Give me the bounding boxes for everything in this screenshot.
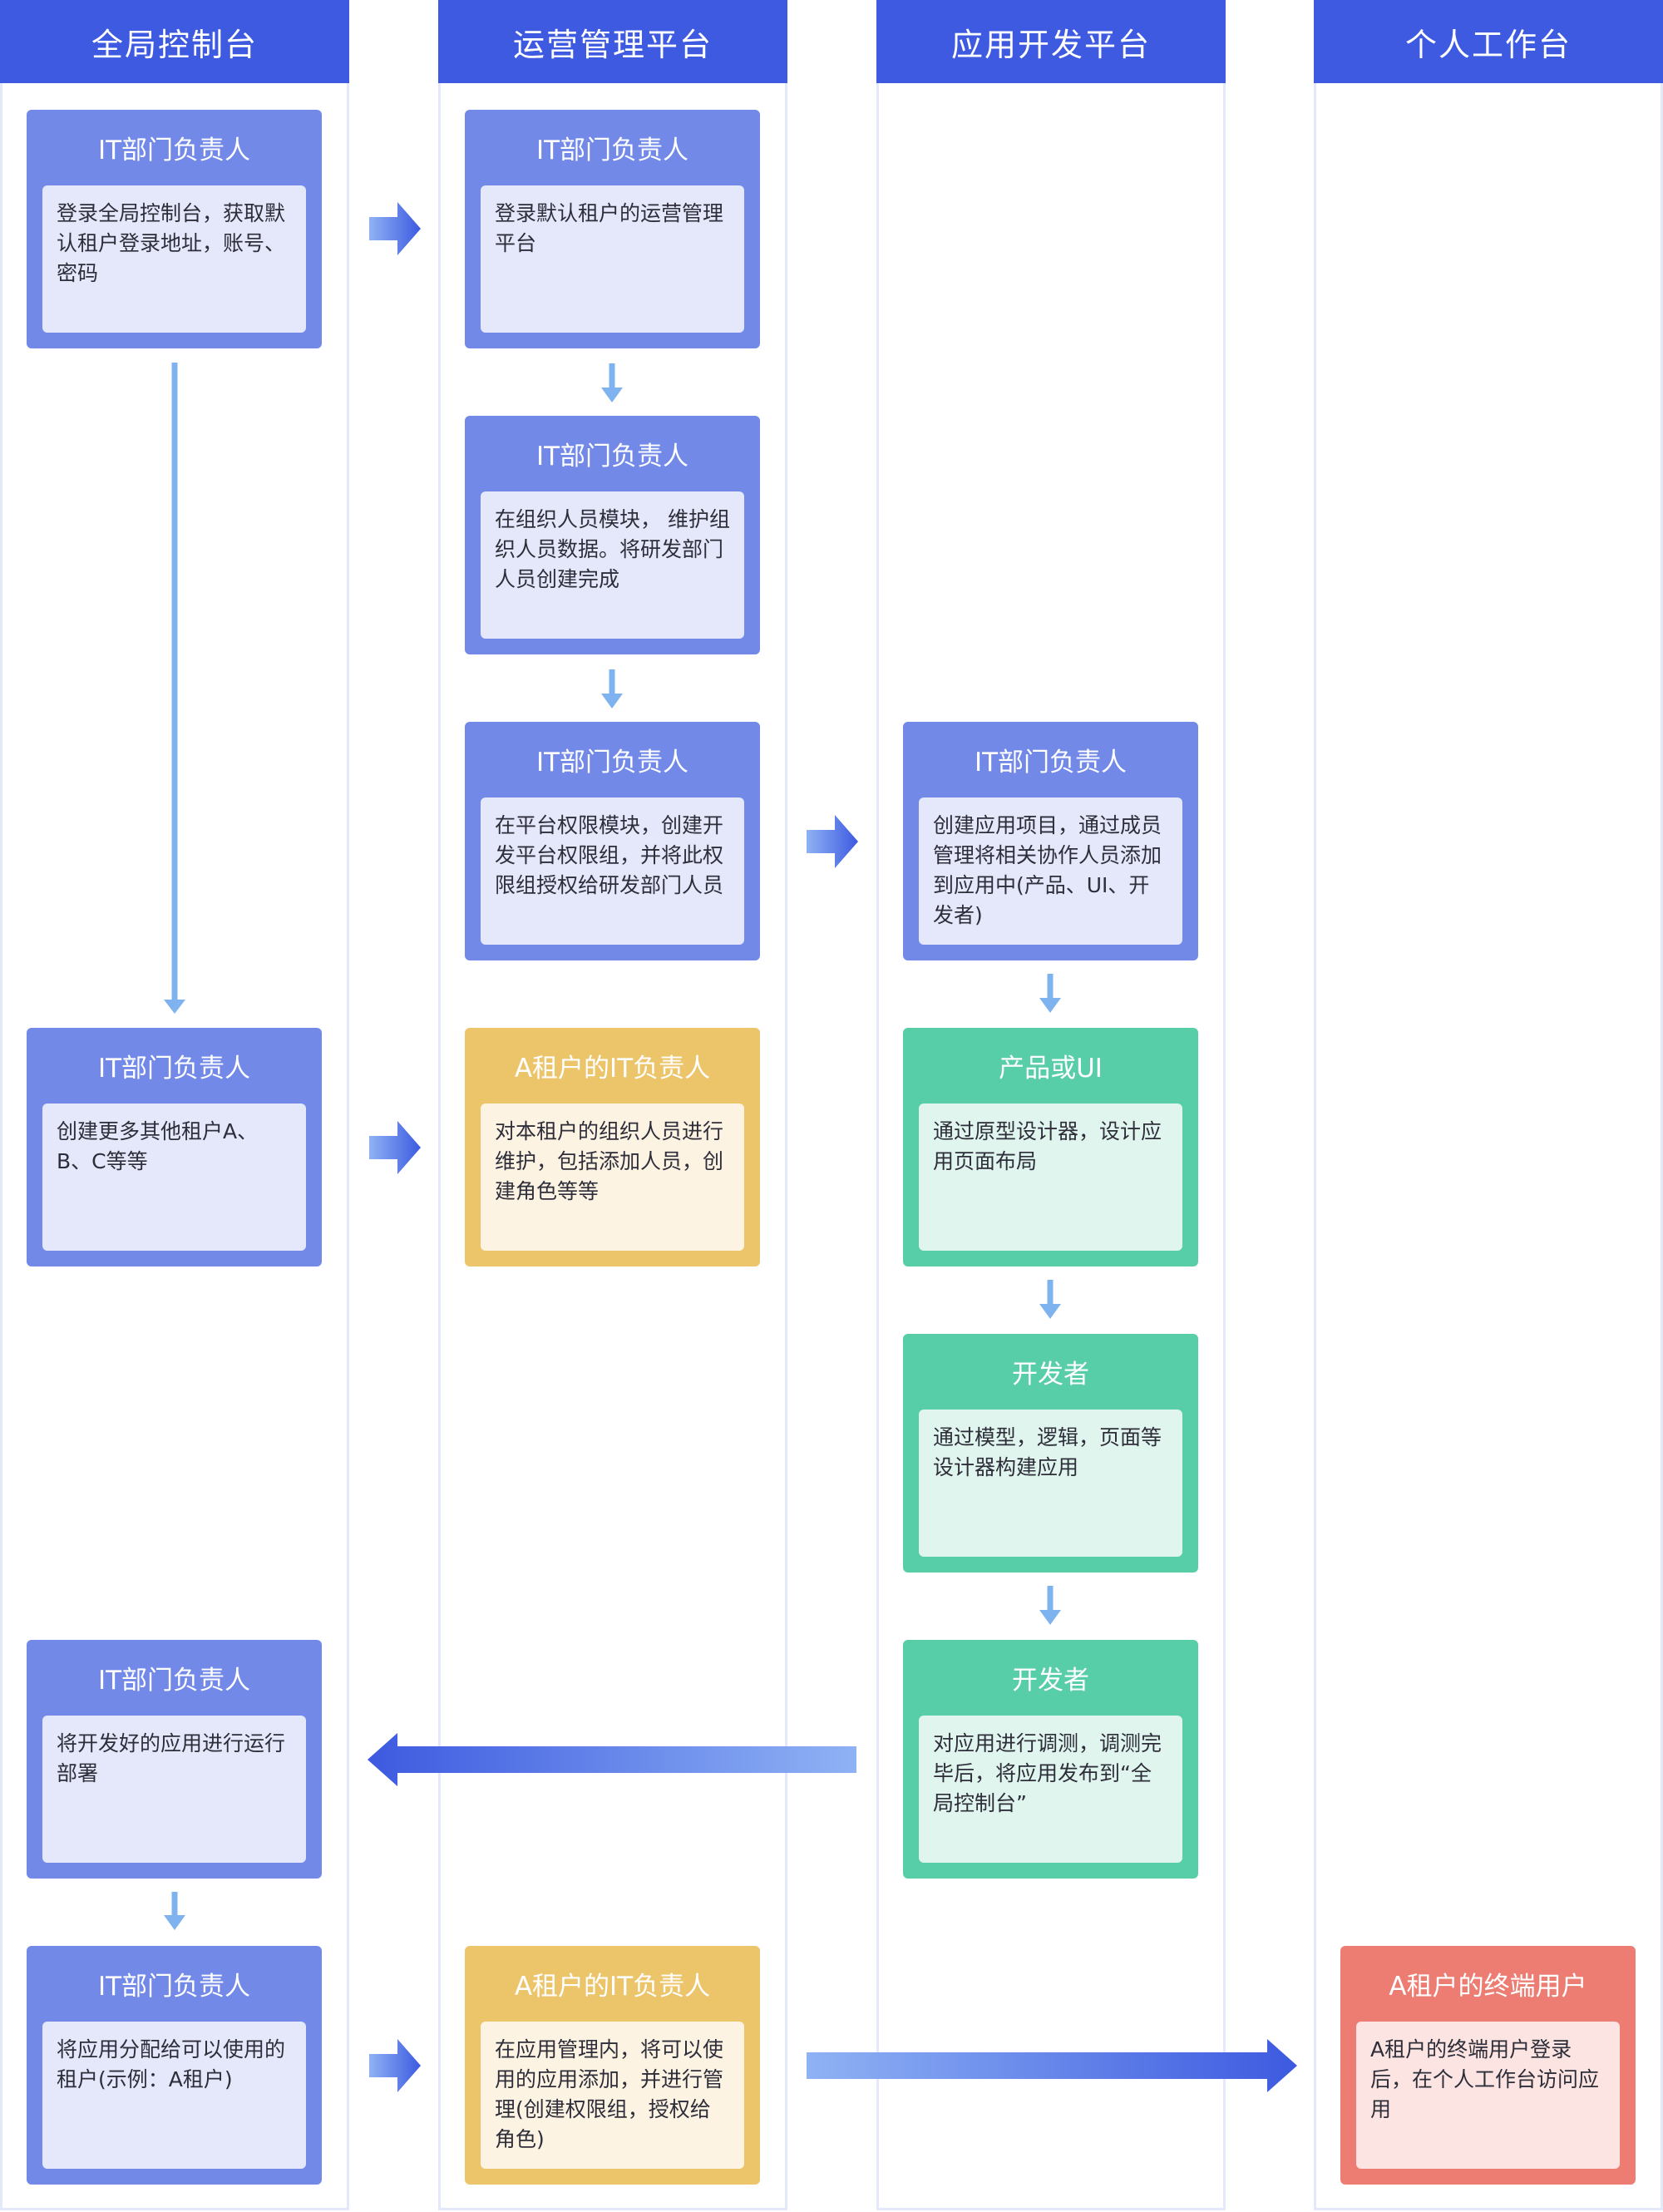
lane-personal-workspace: 个人工作台 — [1314, 0, 1663, 2210]
step-card: 开发者 对应用进行调测，调测完毕后，将应用发布到“全局控制台” — [903, 1640, 1198, 1879]
card-role: IT部门负责人 — [97, 1053, 251, 1084]
card-role: IT部门负责人 — [974, 747, 1128, 778]
step-card: IT部门负责人 在组织人员模块， 维护组织人员数据。将研发部门人员创建完成 — [465, 416, 760, 654]
step-card: 开发者 通过模型，逻辑，页面等设计器构建应用 — [903, 1334, 1198, 1573]
step-card: IT部门负责人 创建更多其他租户A、B、C等等 — [27, 1028, 322, 1266]
step-card: IT部门负责人 登录全局控制台，获取默认租户登录地址，账号、密码 — [27, 110, 322, 348]
lane-header: 个人工作台 — [1314, 0, 1663, 83]
right-arrow-long — [807, 2039, 1297, 2092]
lane-header: 运营管理平台 — [438, 0, 787, 83]
down-arrow-long — [164, 363, 185, 1014]
card-description: 登录全局控制台，获取默认租户登录地址，账号、密码 — [42, 185, 306, 333]
right-arrow — [807, 815, 858, 868]
card-description: 通过模型，逻辑，页面等设计器构建应用 — [919, 1410, 1182, 1557]
right-arrow — [369, 1121, 421, 1174]
card-role: 开发者 — [1012, 1665, 1089, 1696]
card-description: 在平台权限模块，创建开发平台权限组，并将此权限组授权给研发部门人员 — [481, 797, 744, 945]
card-role: IT部门负责人 — [535, 441, 689, 472]
card-role: IT部门负责人 — [535, 747, 689, 778]
card-description: 创建应用项目，通过成员管理将相关协作人员添加到应用中(产品、UI、开发者) — [919, 797, 1182, 945]
step-card: IT部门负责人 将开发好的应用进行运行部署 — [27, 1640, 322, 1879]
down-arrow — [601, 363, 623, 402]
card-role: A租户的IT负责人 — [514, 1971, 711, 2002]
right-arrow — [369, 202, 421, 255]
down-arrow — [1039, 1280, 1061, 1319]
card-role: IT部门负责人 — [535, 135, 689, 165]
card-description: 在应用管理内，将可以使用的应用添加，并进行管理(创建权限组，授权给角色) — [481, 2022, 744, 2169]
card-description: 将开发好的应用进行运行部署 — [42, 1716, 306, 1863]
step-card: A租户的终端用户 A租户的终端用户登录后，在个人工作台访问应用 — [1340, 1946, 1636, 2185]
card-description: 通过原型设计器，设计应用页面布局 — [919, 1104, 1182, 1251]
step-card: A租户的IT负责人 在应用管理内，将可以使用的应用添加，并进行管理(创建权限组，… — [465, 1946, 760, 2185]
card-description: 将应用分配给可以使用的租户(示例：A租户) — [42, 2022, 306, 2169]
card-description: 对应用进行调测，调测完毕后，将应用发布到“全局控制台” — [919, 1716, 1182, 1863]
card-role: 开发者 — [1012, 1359, 1089, 1390]
card-role: 产品或UI — [999, 1053, 1103, 1084]
step-card: IT部门负责人 登录默认租户的运营管理平台 — [465, 110, 760, 348]
card-description: 在组织人员模块， 维护组织人员数据。将研发部门人员创建完成 — [481, 491, 744, 639]
card-description: 创建更多其他租户A、B、C等等 — [42, 1104, 306, 1251]
down-arrow — [1039, 974, 1061, 1013]
card-description: 登录默认租户的运营管理平台 — [481, 185, 744, 333]
card-role: IT部门负责人 — [97, 1971, 251, 2002]
down-arrow — [164, 1892, 185, 1930]
step-card: 产品或UI 通过原型设计器，设计应用页面布局 — [903, 1028, 1198, 1266]
left-arrow-long — [368, 1733, 856, 1786]
card-description: 对本租户的组织人员进行维护，包括添加人员，创建角色等等 — [481, 1104, 744, 1251]
down-arrow — [1039, 1586, 1061, 1625]
step-card: IT部门负责人 将应用分配给可以使用的租户(示例：A租户) — [27, 1946, 322, 2185]
lane-header: 全局控制台 — [0, 0, 349, 83]
step-card: IT部门负责人 创建应用项目，通过成员管理将相关协作人员添加到应用中(产品、UI… — [903, 722, 1198, 960]
lane-header: 应用开发平台 — [876, 0, 1226, 83]
card-role: A租户的终端用户 — [1389, 1971, 1587, 2002]
card-role: IT部门负责人 — [97, 1665, 251, 1696]
card-role: A租户的IT负责人 — [514, 1053, 711, 1084]
down-arrow — [601, 669, 623, 709]
card-role: IT部门负责人 — [97, 135, 251, 165]
right-arrow — [369, 2039, 421, 2092]
step-card: IT部门负责人 在平台权限模块，创建开发平台权限组，并将此权限组授权给研发部门人… — [465, 722, 760, 960]
step-card: A租户的IT负责人 对本租户的组织人员进行维护，包括添加人员，创建角色等等 — [465, 1028, 760, 1266]
card-description: A租户的终端用户登录后，在个人工作台访问应用 — [1356, 2022, 1620, 2169]
